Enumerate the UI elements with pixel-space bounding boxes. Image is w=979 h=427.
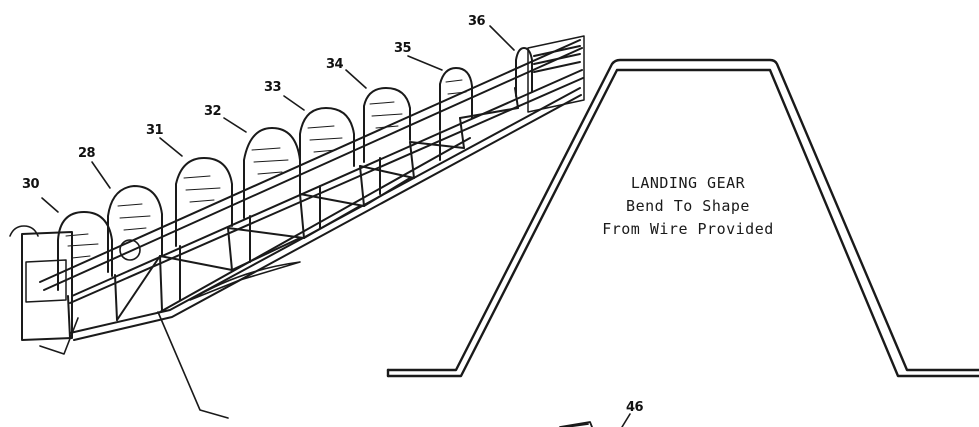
bulkhead-33: [299, 107, 355, 195]
bulkheads: [9, 47, 533, 291]
bulkhead-28: [107, 185, 163, 273]
bulkhead-35: [439, 67, 473, 131]
callout-30: 30: [22, 177, 40, 192]
landing-gear-instruction: Bend To Shape: [626, 197, 750, 215]
callout-31: 31: [146, 123, 164, 138]
fuselage-frame: [21, 35, 585, 341]
callout-28: 28: [78, 146, 96, 161]
landing-gear-label: LANDING GEAR Bend To Shape From Wire Pro…: [578, 172, 798, 241]
bulkhead-36: [515, 47, 533, 97]
leader-lines: [39, 25, 631, 427]
landing-gear-material-note: From Wire Provided: [602, 220, 774, 238]
callout-33: 33: [264, 80, 282, 95]
callout-36: 36: [468, 14, 486, 29]
callout-34: 34: [326, 57, 344, 72]
part-46-fragment: [559, 421, 593, 427]
callout-35: 35: [394, 41, 412, 56]
callout-32: 32: [204, 104, 222, 119]
bulkhead-31: [175, 157, 233, 247]
bulkhead-32: [243, 127, 301, 219]
landing-gear-wire: [386, 58, 979, 378]
callout-46: 46: [626, 400, 644, 415]
bulkhead-34: [363, 87, 411, 163]
bulkhead-30: [57, 211, 113, 291]
landing-gear-title: LANDING GEAR: [630, 174, 746, 192]
